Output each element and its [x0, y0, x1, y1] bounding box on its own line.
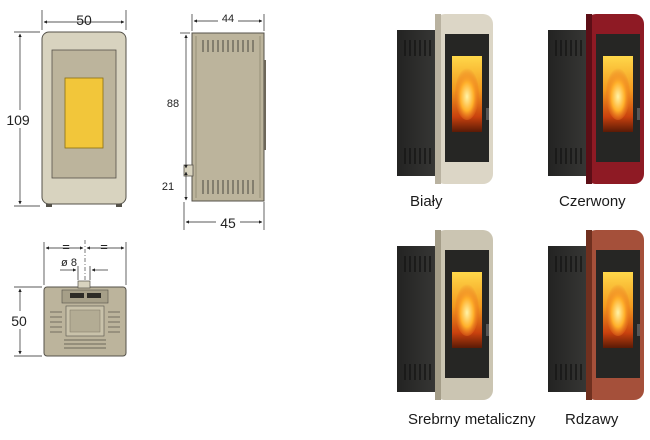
stove-flame	[606, 68, 630, 120]
top-depth-label: 50	[11, 313, 27, 329]
top-flue-pipe	[77, 280, 91, 289]
stove-door-handle	[486, 324, 489, 336]
stove-render-srebrny-metaliczny	[397, 230, 493, 400]
stove-side-vents	[555, 40, 582, 164]
front-width-label: 50	[76, 12, 92, 28]
stove-flame	[606, 284, 630, 336]
label-mask	[4, 110, 34, 128]
label-mask	[162, 96, 184, 110]
top-equal-right-label: =	[100, 239, 108, 254]
side-flue-outlet	[183, 164, 194, 177]
top-display	[87, 293, 101, 298]
side-door-hinge	[264, 60, 266, 150]
front-height-label: 109	[6, 112, 30, 128]
stove-flame	[455, 68, 479, 120]
stove-render-rdzawy	[548, 230, 644, 400]
side-vents-top	[202, 40, 254, 52]
stove-side-vents	[404, 256, 431, 380]
label-mask	[6, 311, 32, 329]
stove-panel-shade	[586, 14, 592, 184]
side-body	[191, 32, 265, 202]
variant-caption-srebrny-metaliczny: Srebrny metaliczny	[408, 411, 536, 428]
variant-caption-bialy: Biały	[410, 193, 443, 210]
stove-render-czerwony	[548, 14, 644, 184]
top-diameter-label: ø 8	[61, 257, 77, 269]
front-foot-left	[46, 204, 52, 207]
top-display	[70, 293, 84, 298]
stove-side-vents	[555, 256, 582, 380]
side-height-label: 88	[167, 98, 179, 110]
top-vents	[50, 311, 120, 349]
variant-caption-czerwony: Czerwony	[559, 193, 626, 210]
stove-panel-shade	[435, 14, 441, 184]
stove-door-handle	[637, 108, 640, 120]
side-view: 44 88 21 45	[162, 12, 266, 231]
stove-panel-shade	[435, 230, 441, 400]
stove-panel-shade	[586, 230, 592, 400]
front-view: 50 109	[4, 10, 127, 207]
side-top-depth-label: 44	[222, 13, 234, 25]
stove-side-vents	[404, 40, 431, 164]
stove-flame	[455, 284, 479, 336]
side-outlet-height-label: 21	[162, 181, 174, 193]
stove-render-bialy	[397, 14, 493, 184]
label-mask	[216, 214, 240, 230]
top-equal-left-label: =	[62, 239, 70, 254]
variant-caption-rdzawy: Rdzawy	[565, 411, 619, 428]
front-foot-right	[116, 204, 122, 207]
side-bottom-depth-label: 45	[220, 215, 236, 231]
top-hopper-inner	[69, 309, 101, 333]
side-vents-bottom	[202, 180, 254, 194]
stove-door-handle	[637, 324, 640, 336]
front-window	[64, 77, 104, 149]
stove-door-handle	[486, 108, 489, 120]
top-view: = = ø 8 50	[6, 239, 127, 357]
label-mask	[218, 12, 238, 23]
top-control-panel	[61, 289, 109, 304]
